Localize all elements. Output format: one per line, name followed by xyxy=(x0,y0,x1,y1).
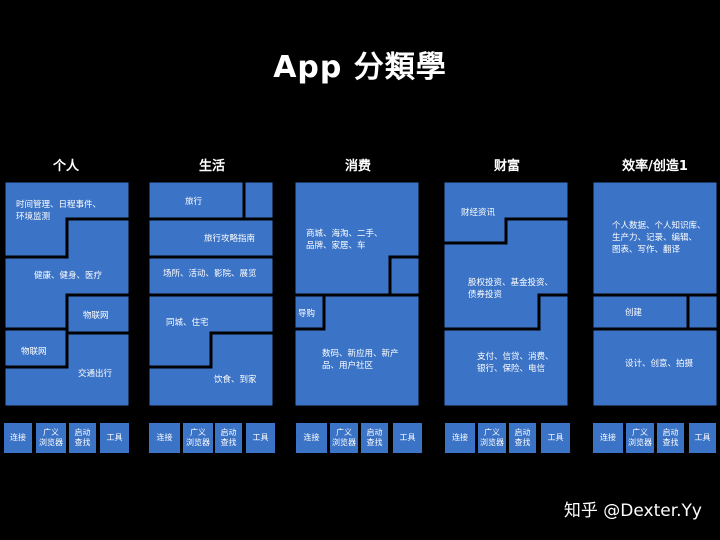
block-travel-top-right xyxy=(242,181,274,221)
block-digital xyxy=(294,293,420,407)
label-finance-news: 财经资讯 xyxy=(461,208,496,218)
chip-tools: 工具 xyxy=(541,423,570,453)
chip-connect: 连接 xyxy=(4,423,32,453)
chip-launch: 启动 查找 xyxy=(215,423,242,453)
chip-connect: 连接 xyxy=(149,423,180,453)
label-investment: 股权投资、基金投资、 债券投资 xyxy=(468,278,554,300)
label-health: 健康、健身、医疗 xyxy=(34,271,103,281)
column-heading-consumption: 消费 xyxy=(344,159,371,174)
panel-personal-shapes xyxy=(4,181,130,407)
label-mall: 商城、海淘、二手、 品牌、家居、车 xyxy=(306,229,383,251)
chip-launch: 启动 查找 xyxy=(69,423,96,453)
label-create: 创建 xyxy=(625,308,643,318)
watermark: 知乎 @Dexter.Yy xyxy=(563,501,702,521)
label-knowledge: 个人数据、个人知识库、 生产力、记录、编辑、 图表、写作、翻译 xyxy=(612,221,706,255)
chip-browser: 广义 浏览器 xyxy=(626,423,654,453)
block-transport xyxy=(4,331,130,407)
label-food: 饮食、到家 xyxy=(214,375,257,385)
panel-productivity-shapes xyxy=(592,181,718,407)
panel-life-shapes xyxy=(148,181,274,407)
panel-consumption-shapes xyxy=(294,181,420,407)
column-heading-life: 生活 xyxy=(198,159,225,174)
panel-personal: 时间管理、日程事件、 环境监测 健康、健身、医疗 物联网 物联网 交通出行 xyxy=(4,181,130,407)
block-knowledge xyxy=(592,181,718,297)
chip-connect: 连接 xyxy=(445,423,475,453)
chip-browser: 广义 浏览器 xyxy=(478,423,506,453)
label-travel: 旅行 xyxy=(185,197,203,207)
chip-browser: 广义 浏览器 xyxy=(183,423,213,453)
chip-launch: 启动 查找 xyxy=(509,423,536,453)
panel-wealth: 财经资讯 股权投资、基金投资、 债券投资 支付、信贷、消费、 银行、保险、电信 xyxy=(443,181,569,407)
column-heading-personal: 个人 xyxy=(52,159,79,174)
panel-consumption: 商城、海淘、二手、 品牌、家居、车 导购 数码、新应用、新产 品、用户社区 xyxy=(294,181,420,407)
chip-tools: 工具 xyxy=(689,423,716,453)
label-travel-guide: 旅行攻略指南 xyxy=(204,234,256,244)
label-payment: 支付、信贷、消费、 银行、保险、电信 xyxy=(477,352,554,374)
block-travel-guide xyxy=(148,217,274,259)
chip-launch: 启动 查找 xyxy=(657,423,684,453)
block-create-right xyxy=(686,293,718,331)
chip-browser: 广义 浏览器 xyxy=(330,423,358,453)
chip-tools: 工具 xyxy=(393,423,422,453)
panel-life: 旅行 旅行攻略指南 场所、活动、影院、展览 同城、住宅 饮食、到家 xyxy=(148,181,274,407)
label-digital: 数码、新应用、新产 品、用户社区 xyxy=(322,349,399,371)
label-iot-1: 物联网 xyxy=(83,311,109,321)
panel-productivity: 个人数据、个人知识库、 生产力、记录、编辑、 图表、写作、翻译 创建 设计、创意… xyxy=(592,181,718,407)
column-heading-wealth: 财富 xyxy=(493,159,520,174)
label-iot-2: 物联网 xyxy=(21,347,47,357)
block-payment xyxy=(443,293,569,407)
chip-launch: 启动 查找 xyxy=(361,423,388,453)
block-food xyxy=(148,331,274,407)
block-design xyxy=(592,327,718,407)
label-transport: 交通出行 xyxy=(78,369,113,379)
chip-tools: 工具 xyxy=(246,423,275,453)
label-venues: 场所、活动、影院、展览 xyxy=(163,269,257,279)
chip-connect: 连接 xyxy=(296,423,327,453)
chip-browser: 广义 浏览器 xyxy=(36,423,66,453)
label-guide: 导购 xyxy=(298,309,316,319)
block-iot-right xyxy=(65,293,130,335)
label-local: 同城、住宅 xyxy=(166,318,209,328)
block-mall-small xyxy=(388,255,420,297)
column-heading-productivity: 效率/创造1 xyxy=(622,159,688,174)
label-schedule: 时间管理、日程事件、 环境监测 xyxy=(16,200,102,222)
label-design: 设计、创意、拍摄 xyxy=(625,359,694,369)
block-venues xyxy=(148,255,274,297)
chip-tools: 工具 xyxy=(100,423,129,453)
panel-wealth-shapes xyxy=(443,181,569,407)
page-title: App 分類學 xyxy=(273,50,447,85)
chip-connect: 连接 xyxy=(593,423,623,453)
